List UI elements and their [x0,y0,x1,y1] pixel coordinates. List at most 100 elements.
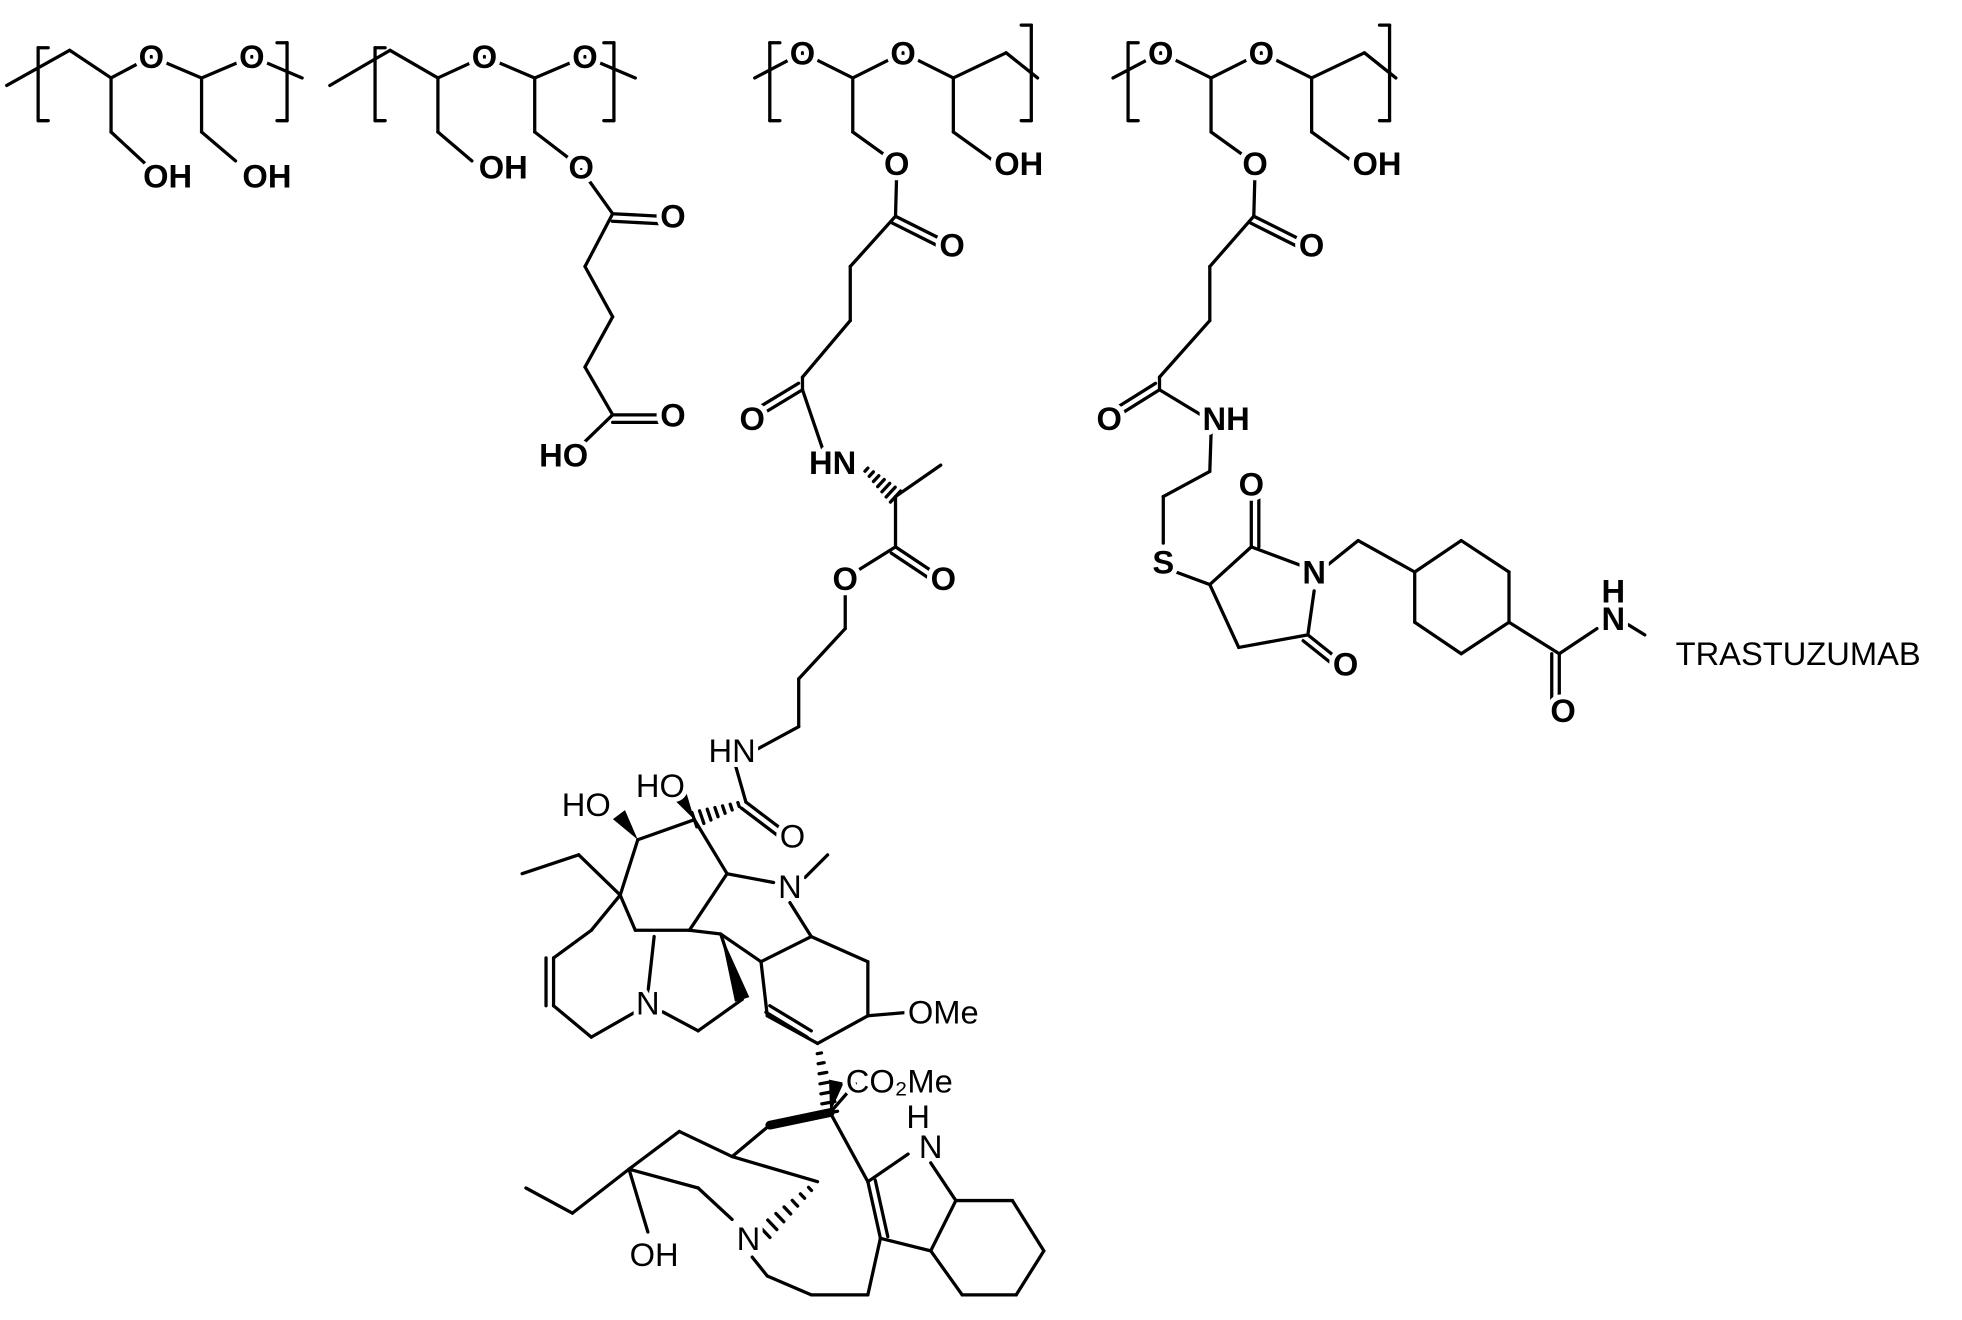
atom-label: O [1148,34,1173,71]
bond [896,465,941,496]
bond [1176,572,1210,585]
bond [953,53,1006,78]
bond [1210,434,1211,472]
atom-label: O [660,396,685,433]
atom-label: O [1249,34,1274,71]
bond [591,1012,635,1037]
bond [811,937,868,962]
bond [694,820,727,874]
atom-label: S [1152,543,1174,580]
double-bond [613,214,661,217]
bond [1251,547,1301,566]
hash-bond [768,1220,777,1230]
atom-label: O [472,38,497,75]
atom-label: O [139,38,164,75]
atom-label: HN [809,444,856,481]
bond [390,50,438,78]
atom-label: HO [562,786,611,823]
bond [1308,591,1314,635]
bond [663,1012,698,1031]
atom-label: O [1239,466,1264,503]
atom-label: OH [994,145,1043,182]
atom-label: O [780,817,805,854]
bond [679,1131,732,1156]
atom-label: O [239,38,264,75]
bond [585,214,613,267]
bond [1415,541,1462,572]
hash-bond [738,803,739,807]
bond [591,895,620,930]
bond [868,1238,881,1295]
bond [880,1238,930,1251]
bond [629,1169,698,1188]
hash-bond [707,809,711,820]
atom-label: NH [1203,400,1250,437]
bond [850,216,895,266]
bond [799,629,846,679]
hash-bond [800,1194,804,1198]
bond [1559,629,1597,654]
atom-label: N [1302,553,1326,590]
atom-labels: OOOHOHOOOHOOOHOOOOOHOOHNOOHNHOHOONNOMeCO… [139,34,1921,1273]
hash-bond [730,804,732,810]
bond [585,317,613,367]
atom-label: O [1299,227,1324,264]
bond [830,1113,868,1182]
antibody-label: TRASTUZUMAB [1676,635,1921,672]
bond [1016,1251,1044,1295]
atom-label: O [790,34,815,71]
atom-label: O [572,38,597,75]
bond [1160,321,1210,378]
atom-label: O [569,149,594,186]
bond [732,1157,817,1182]
bond [698,1188,732,1219]
atom-label: O [1097,400,1122,437]
bond [202,132,236,161]
bond [579,855,620,895]
atom-label: OH [242,157,291,194]
bond [1210,547,1251,585]
hash-bond [869,472,873,476]
bond [732,1125,770,1156]
bond [629,1131,679,1169]
atom-label: HO [636,767,685,804]
bond [761,962,767,1016]
hash-bond [820,1082,830,1084]
wedge-bond [613,810,638,840]
bond [620,840,638,895]
hash-bond [809,1187,812,1190]
bond [752,1257,767,1276]
bond [1415,622,1462,653]
bond [931,1251,962,1295]
atom-label: O [1333,645,1358,682]
bond [585,367,613,415]
bond [535,132,573,161]
hash-bond [818,1063,824,1064]
bond [1312,53,1365,78]
bond [1012,1201,1043,1251]
bond [585,267,613,317]
hash-bond [882,483,890,491]
bond [1358,541,1415,572]
hash-bond [819,1072,827,1073]
bond [1461,622,1509,653]
bond [689,930,720,934]
hash-bond [792,1200,797,1206]
bond [1628,625,1644,635]
bond [736,767,746,802]
bonds [7,25,1645,1295]
atom-label: O [939,227,964,264]
bond [855,547,895,572]
bond [1239,635,1308,648]
bond [755,727,799,751]
bond [868,1154,908,1182]
hash-bond [886,487,895,497]
bond [790,903,811,937]
bond [638,820,695,840]
bond [554,930,592,958]
atom-label: HN [708,732,755,769]
bond [1160,390,1201,415]
bond [620,895,635,930]
bond [1210,585,1239,648]
